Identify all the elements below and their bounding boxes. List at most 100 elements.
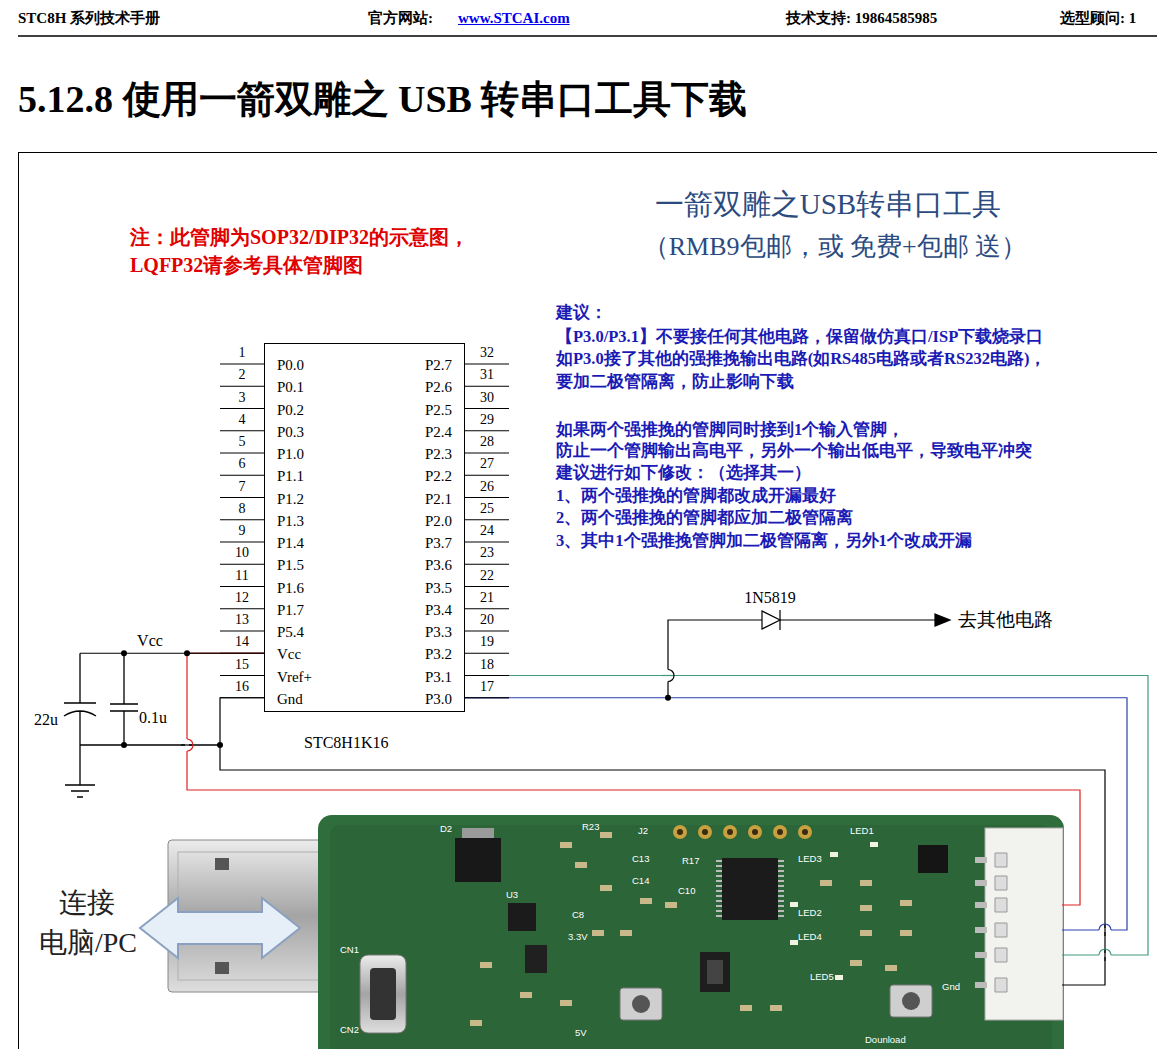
site-link: www.STCAI.com: [458, 9, 570, 27]
header-text: 选型顾问: 1: [1060, 9, 1136, 27]
pin-name: Gnd: [277, 690, 303, 708]
tool-title: 一箭双雕之USB转串口工具: [655, 187, 1001, 222]
cap-value: 22u: [34, 710, 58, 729]
pin-name: P5.4: [277, 623, 304, 641]
wire-hop: [1099, 924, 1111, 930]
silkscreen-label: LED5: [810, 971, 834, 982]
wire-hop: [1099, 949, 1111, 955]
silkscreen-label: 3.3V: [568, 931, 588, 942]
silkscreen-label: Gnd: [942, 981, 960, 992]
silkscreen-label: D2: [440, 823, 452, 834]
silkscreen-label: 5V: [575, 1027, 587, 1038]
pin-number: 9: [239, 523, 246, 540]
pin-name: P1.4: [277, 534, 304, 552]
header-text: 官方网站:: [368, 9, 433, 27]
part-number: 1N5819: [744, 588, 796, 607]
advice-text: 2、两个强推挽的管脚都应加二极管隔离: [556, 508, 853, 528]
junction-dot: [121, 650, 671, 748]
pin-number: 12: [235, 589, 249, 606]
figure-frame: [19, 153, 1157, 1049]
p30-wire: [465, 698, 1127, 930]
pin-name: P0.1: [277, 378, 304, 396]
silkscreen-label: LED1: [850, 825, 874, 836]
pin-name: Vref+: [277, 668, 312, 686]
wire-hop: [187, 739, 193, 751]
signal-label: 去其他电路: [958, 609, 1053, 632]
pin-name: P3.3: [425, 623, 452, 641]
pin-number: 3: [239, 389, 246, 406]
pin-number: 4: [239, 411, 246, 428]
silkscreen-label: CN1: [340, 944, 359, 955]
vcc-wire: [187, 653, 264, 654]
pin-number: 2: [239, 367, 246, 384]
pin-number: 19: [480, 634, 494, 651]
pin-name: P3.1: [425, 668, 452, 686]
pin-number: 6: [239, 456, 246, 473]
pin-number: 29: [480, 411, 494, 428]
vcc-wire: [80, 653, 264, 654]
pin-name: P1.3: [277, 512, 304, 530]
advice-text: 建议进行如下修改：（选择其一）: [556, 463, 811, 483]
p31-wire: [662, 675, 674, 676]
pin-number: 26: [480, 478, 494, 495]
pin-number: 22: [480, 567, 494, 584]
silkscreen-label: R23: [582, 821, 599, 832]
advice-text: 1、两个强推挽的管脚都改成开漏最好: [556, 486, 836, 506]
pin-number: 13: [235, 612, 249, 629]
gnd-wire: [220, 698, 1105, 985]
pin-number: 16: [235, 678, 249, 695]
double-arrow: [140, 898, 300, 958]
ground-symbol: [65, 745, 95, 797]
advice-text: 3、其中1个强推挽管脚加二极管隔离，另外1个改成开漏: [556, 531, 972, 551]
silkscreen-label: C8: [572, 909, 584, 920]
pin-name: P2.6: [425, 378, 452, 396]
net-label: Vcc: [137, 631, 163, 650]
silkscreen-label: CN2: [340, 1024, 359, 1035]
silkscreen-label: Dounload: [865, 1034, 906, 1045]
header-rule: [18, 35, 1157, 37]
diode-symbol: [668, 610, 950, 698]
capacitor-symbol: [64, 653, 220, 745]
pin-number: 17: [480, 678, 494, 695]
pin-number: 11: [235, 567, 248, 584]
pin-name: P3.2: [425, 645, 452, 663]
p31-wire: [465, 676, 1148, 956]
advice-text: 防止一个管脚输出高电平，另外一个输出低电平，导致电平冲突: [556, 441, 1032, 461]
pin-number: 18: [480, 656, 494, 673]
pin-name: P2.1: [425, 490, 452, 508]
gnd-wire: [1104, 949, 1105, 961]
pin-name: P0.2: [277, 401, 304, 419]
gnd-wire: [1104, 924, 1105, 936]
pin-name: P2.2: [425, 467, 452, 485]
pin-name: P3.5: [425, 579, 452, 597]
pin-number: 24: [480, 523, 494, 540]
pin-number: 7: [239, 478, 246, 495]
advice-text: 要加二极管隔离，防止影响下载: [556, 372, 794, 392]
silkscreen-label: LED3: [798, 853, 822, 864]
pc-label: 连接: [59, 886, 115, 920]
pin-number: 15: [235, 656, 249, 673]
pin-name: P2.0: [425, 512, 452, 530]
usb-serial-tool: D2R23J2C13C14R17C10U3C83.3VLED1LED3LED2L…: [320, 815, 1062, 1049]
pin-number: 20: [480, 612, 494, 629]
note-text: LQFP32请参考具体管脚图: [130, 253, 363, 277]
pin-name: P1.7: [277, 601, 304, 619]
pin-name: P2.7: [425, 356, 452, 374]
chip-name: STC8H1K16: [304, 733, 388, 752]
silkscreen-label: C13: [632, 853, 649, 864]
note-text: 注：此管脚为SOP32/DIP32的示意图，: [130, 225, 469, 249]
silkscreen-label: J2: [638, 825, 648, 836]
pin-name: P1.5: [277, 556, 304, 574]
ground-rail: [181, 744, 193, 745]
silkscreen-label: LED2: [798, 907, 822, 918]
pc-label: 电脑/PC: [39, 926, 137, 960]
pin-name: P3.6: [425, 556, 452, 574]
pin-number: 31: [480, 367, 494, 384]
pin-number: 25: [480, 500, 494, 517]
pin-number: 5: [239, 434, 246, 451]
pin-name: P0.3: [277, 423, 304, 441]
pin-number: 1: [239, 345, 246, 362]
pin-number: 23: [480, 545, 494, 562]
pin-name: P2.4: [425, 423, 452, 441]
pin-number: 10: [235, 545, 249, 562]
